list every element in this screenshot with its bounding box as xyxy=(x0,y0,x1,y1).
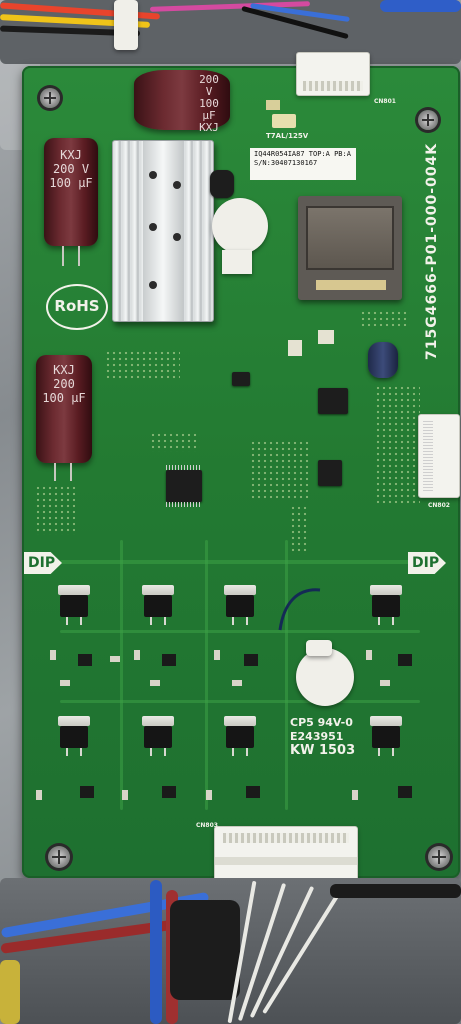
smd-resistor xyxy=(366,650,372,660)
wire-yellow xyxy=(0,960,20,1024)
serial-label: IQ44R054IA87 TOP:A PB:A S/N:30407130167 xyxy=(250,148,356,180)
mosfet xyxy=(224,716,256,760)
smd-resistor xyxy=(352,790,358,800)
smd-pad-field xyxy=(375,385,420,505)
screw-icon xyxy=(428,846,450,868)
pcb-trace xyxy=(120,540,123,810)
dip-arrow-right: DIP xyxy=(408,552,446,574)
smd-resistor xyxy=(50,650,56,660)
label-serial-line: S/N:30407130167 xyxy=(254,159,318,167)
small-transistor xyxy=(398,654,412,666)
small-label xyxy=(318,330,334,344)
small-label xyxy=(288,340,302,356)
ic-pins xyxy=(166,465,202,470)
smd-pad-field xyxy=(250,440,310,500)
black-component xyxy=(210,170,234,198)
thermistor-disc xyxy=(212,198,268,254)
fuse xyxy=(266,100,280,110)
mosfet xyxy=(58,716,90,760)
power-ic xyxy=(318,388,348,414)
ul-file-number: E243951 xyxy=(290,730,344,743)
smd-pad-field xyxy=(290,505,308,555)
controller-ic xyxy=(166,470,202,502)
dip-arrow-left: DIP xyxy=(24,552,62,574)
wire-blue xyxy=(150,880,162,1024)
small-transistor xyxy=(244,654,258,666)
smd-resistor xyxy=(36,790,42,800)
connector-label: CN801 xyxy=(374,98,396,105)
capacitor-lead xyxy=(62,246,64,266)
ul-marking: CP5 94V-0 E243951 KW 1503 xyxy=(290,716,355,758)
smd-resistor xyxy=(206,790,212,800)
smd-resistor xyxy=(214,650,220,660)
rohs-logo: RoHS xyxy=(46,284,108,330)
thermistor-disc xyxy=(296,648,354,706)
ic-pins xyxy=(166,502,202,507)
mosfet xyxy=(142,716,174,760)
cable-clip xyxy=(114,0,138,50)
marker-scribble xyxy=(278,588,321,631)
connector-cn802 xyxy=(418,414,460,498)
transformer xyxy=(298,196,402,300)
ferrite-core xyxy=(170,900,240,1000)
small-transistor xyxy=(78,654,92,666)
connector-cn801 xyxy=(296,52,370,96)
wire-blue xyxy=(380,0,461,12)
smd-resistor xyxy=(380,680,390,686)
screw-icon xyxy=(48,846,70,868)
fuse-rating: T7AL/125V xyxy=(266,132,309,140)
electrolytic-capacitor: 200 V 100 µF KXJ xyxy=(134,70,230,134)
mosfet xyxy=(370,716,402,760)
pcb-trace xyxy=(285,540,288,810)
smd-pad-field xyxy=(105,350,180,380)
smd-pad-field xyxy=(150,432,200,452)
small-capacitor xyxy=(368,342,398,378)
ul-rating: CP5 94V-0 xyxy=(290,716,353,729)
fuse-body xyxy=(272,114,296,128)
pcb-trace xyxy=(60,700,420,703)
small-transistor xyxy=(398,786,412,798)
thermistor-base xyxy=(222,250,252,274)
smd-resistor xyxy=(60,680,70,686)
ul-date-code: KW 1503 xyxy=(290,743,356,758)
mosfet xyxy=(224,585,256,629)
smd-pad-field xyxy=(35,485,75,535)
capacitor-lead xyxy=(70,463,72,481)
smd-pad-field xyxy=(360,310,410,330)
wire-black xyxy=(330,884,461,898)
electrolytic-capacitor: KXJ 200 V 100 µF xyxy=(44,138,98,246)
pcb-trace xyxy=(60,630,420,633)
small-transistor xyxy=(162,654,176,666)
screw-icon xyxy=(40,88,60,108)
connector-label: CN802 xyxy=(428,502,450,509)
smd-resistor xyxy=(150,680,160,686)
screw-icon xyxy=(418,110,438,130)
connector-label: CN803 xyxy=(196,822,218,829)
small-transistor xyxy=(162,786,176,798)
smd-resistor xyxy=(232,680,242,686)
driver-ic xyxy=(318,460,342,486)
mosfet xyxy=(142,585,174,629)
electrolytic-capacitor: KXJ 200 100 µF xyxy=(36,355,92,463)
mosfet xyxy=(370,585,402,629)
connector-cn803 xyxy=(214,826,358,884)
board-part-number: 715G4666-P01-000-004K xyxy=(424,142,440,360)
capacitor-lead xyxy=(54,463,56,481)
small-transistor xyxy=(246,786,260,798)
pcb-trace xyxy=(60,560,420,564)
smd-resistor xyxy=(122,790,128,800)
smd-resistor xyxy=(134,650,140,660)
mosfet xyxy=(58,585,90,629)
small-ic xyxy=(232,372,250,386)
small-transistor xyxy=(80,786,94,798)
capacitor-lead xyxy=(78,246,80,266)
smd-resistor xyxy=(110,656,120,662)
label-model-line: IQ44R054IA87 TOP:A PB:A xyxy=(254,150,351,158)
heatsink xyxy=(112,140,214,322)
thermistor-tab xyxy=(306,640,332,656)
pcb-trace xyxy=(205,540,208,810)
